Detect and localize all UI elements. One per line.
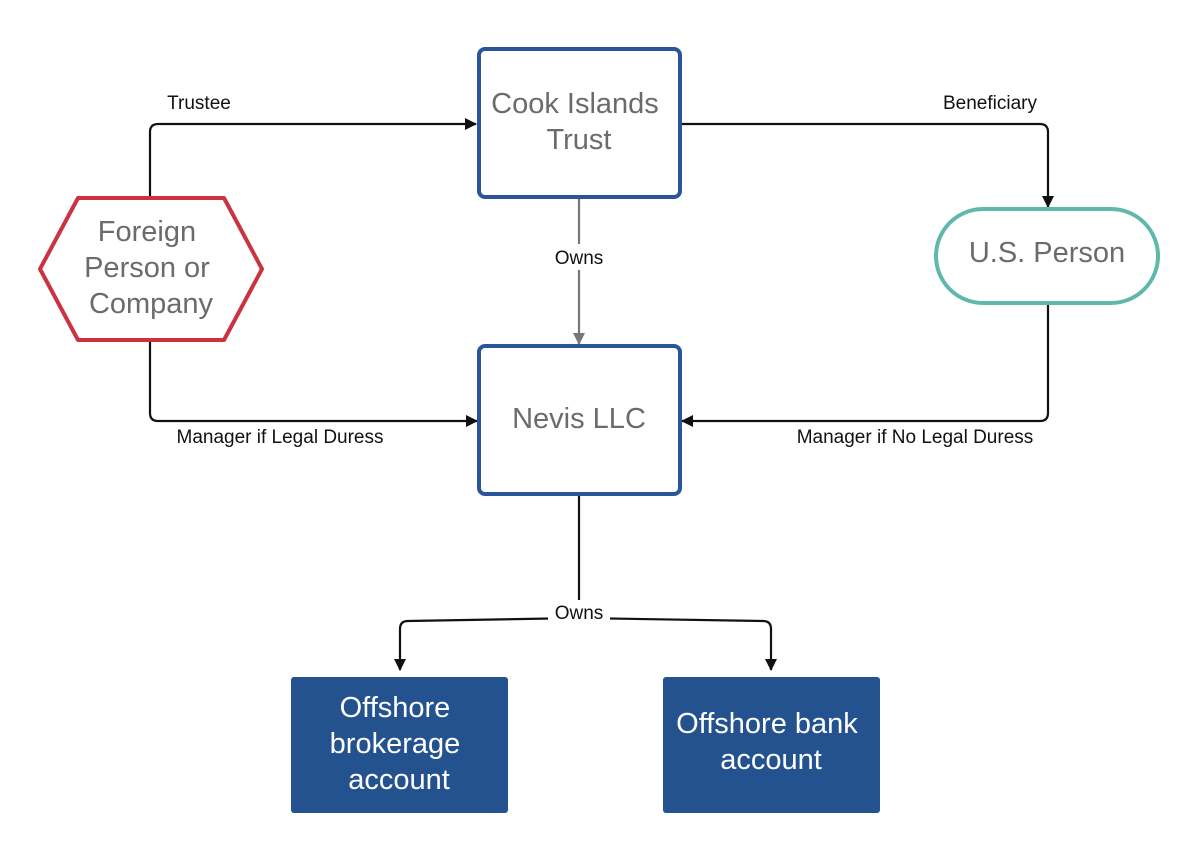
bank-line-2: account	[720, 744, 822, 776]
edge-manager-legal-duress	[148, 342, 478, 427]
label-manager-no-legal-duress: Manager if No Legal Duress	[797, 427, 1034, 448]
edge-llc-owns-brokerage	[394, 616, 580, 671]
us-person-label: U.S. Person	[969, 237, 1125, 269]
brokerage-line-2: brokerage	[330, 728, 461, 760]
node-us-person: U.S. Person	[934, 207, 1160, 305]
svg-text:Cook Islands Trust: Cook Islands Trust	[491, 88, 667, 156]
foreign-line-1: Foreign	[98, 216, 196, 248]
edge-trustee	[148, 118, 477, 196]
label-beneficiary: Beneficiary	[943, 93, 1037, 114]
edge-manager-no-legal-duress	[681, 305, 1050, 427]
llc-label: Nevis LLC	[512, 403, 646, 435]
edge-llc-owns-bank	[578, 616, 777, 671]
bank-line-1: Offshore bank	[676, 708, 858, 740]
edge-beneficiary	[682, 122, 1054, 208]
svg-text:Foreign Person or: Foreign Person or Company	[84, 216, 218, 320]
node-offshore-bank-account: Offshore bank account	[663, 677, 880, 813]
node-offshore-brokerage-account: Offshore brokerage account	[291, 677, 508, 813]
foreign-line-2: Person or	[84, 252, 210, 284]
node-nevis-llc: Nevis LLC	[477, 344, 682, 496]
brokerage-line-3: account	[348, 764, 450, 796]
label-llc-owns: Owns	[555, 603, 604, 624]
node-cook-islands-trust: Cook Islands Trust	[477, 47, 682, 199]
node-foreign-person: Foreign Person or Company	[38, 196, 264, 342]
label-manager-legal-duress: Manager if Legal Duress	[177, 427, 384, 448]
trust-line-1: Cook Islands	[491, 88, 659, 120]
foreign-line-3: Company	[89, 288, 214, 320]
brokerage-line-1: Offshore	[340, 692, 451, 724]
trust-line-2: Trust	[547, 124, 612, 156]
svg-text:Offshore brokerage: Offshore brokerage account	[330, 692, 469, 796]
svg-text:Offshore bank account: Offshore bank account	[676, 708, 866, 776]
label-trustee: Trustee	[167, 93, 231, 114]
label-trust-owns: Owns	[555, 248, 604, 269]
